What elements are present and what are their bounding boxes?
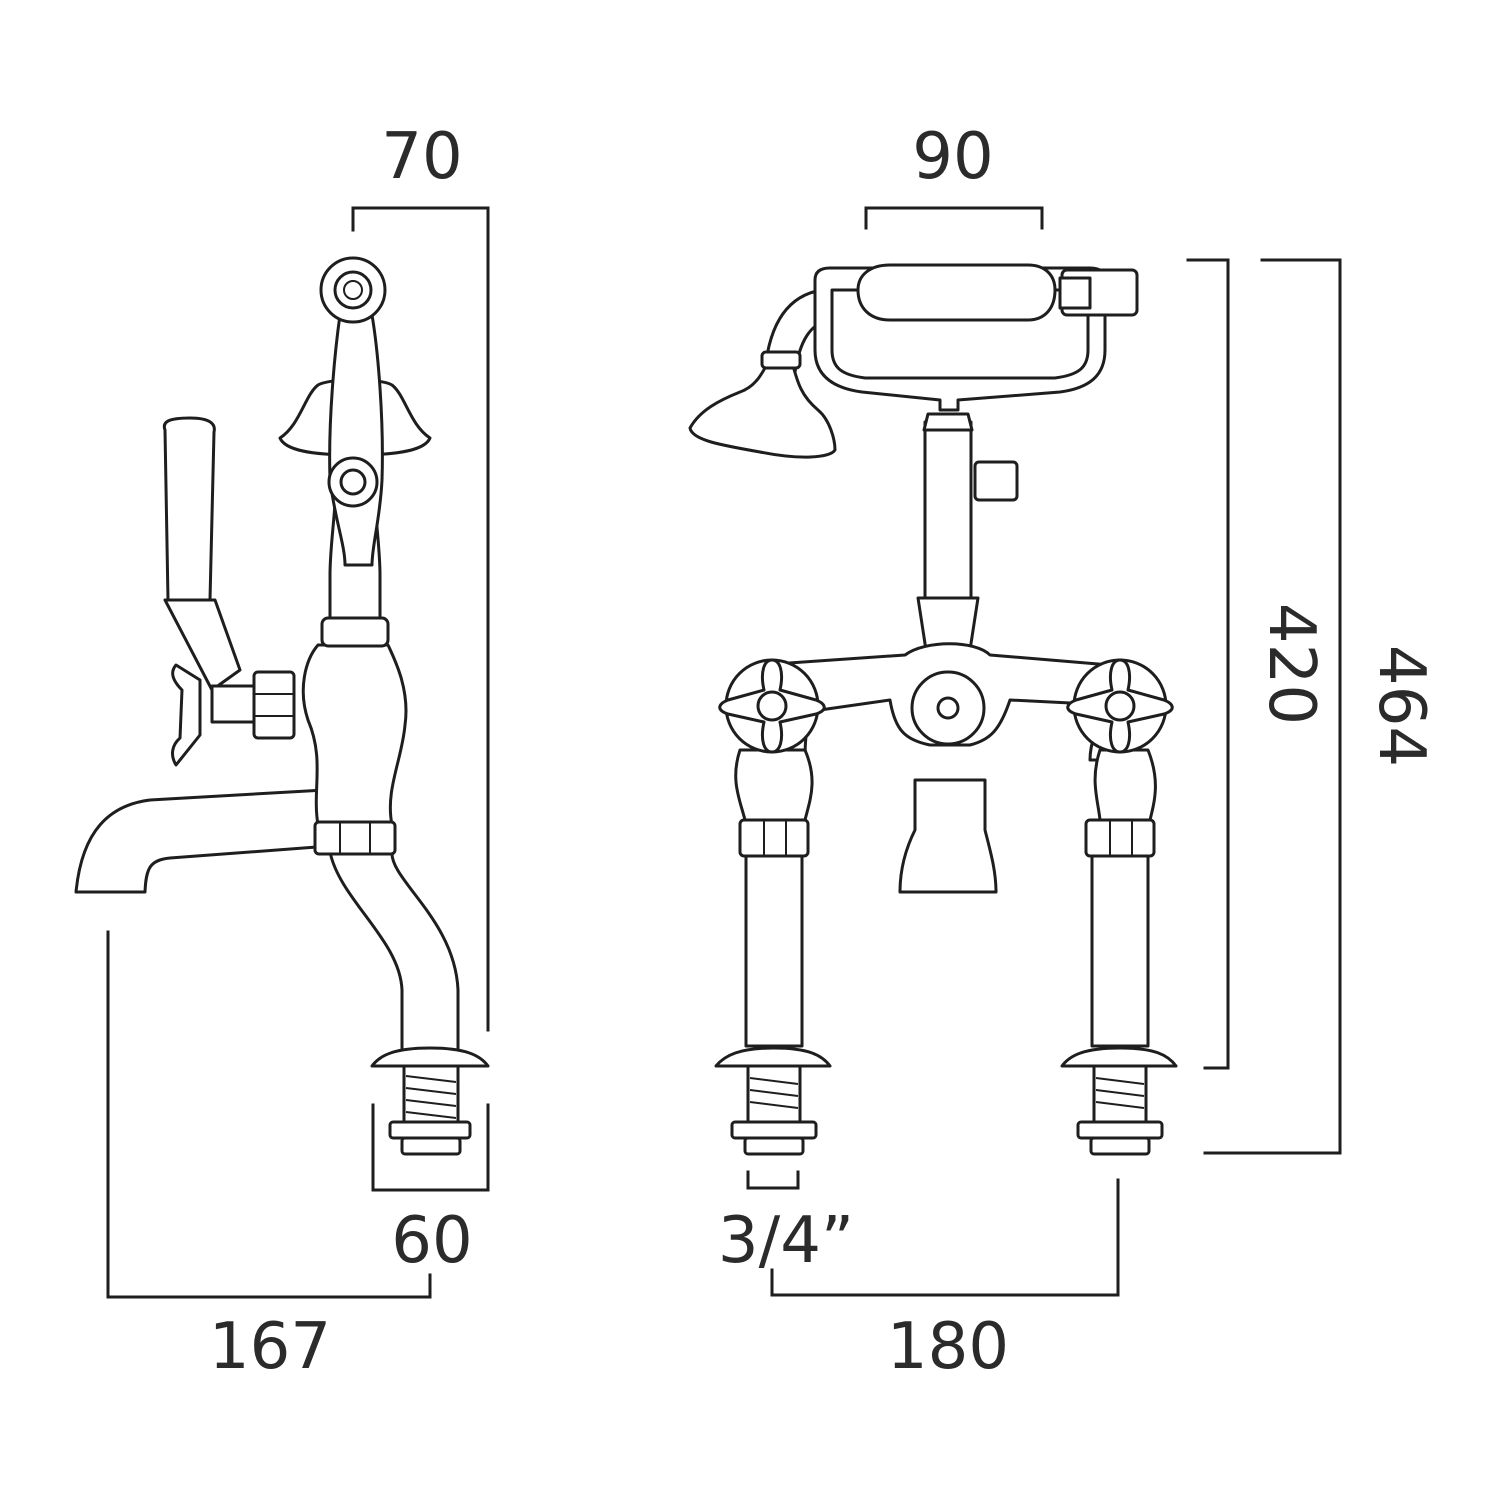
label-side-spout-reach: 167 bbox=[209, 1310, 331, 1384]
side-pivot-inner bbox=[339, 468, 367, 496]
front-nozzle bbox=[898, 778, 998, 894]
side-spout bbox=[74, 788, 332, 894]
front-left-valve-neck bbox=[734, 748, 814, 822]
label-side-base-width: 60 bbox=[391, 1204, 472, 1278]
label-front-height-to-deck: 420 bbox=[1254, 603, 1328, 725]
label-front-overall-height: 464 bbox=[1364, 645, 1438, 767]
side-view bbox=[74, 256, 490, 1156]
front-left-crosshead-hub bbox=[756, 690, 788, 722]
side-handset-arm bbox=[328, 313, 384, 567]
side-lever-handle bbox=[162, 416, 216, 602]
front-right-hex bbox=[1084, 818, 1156, 858]
front-left-thread-3 bbox=[749, 1101, 799, 1109]
side-hex-nut bbox=[252, 670, 296, 740]
front-right-thread-1 bbox=[1095, 1077, 1145, 1085]
front-right-flange bbox=[1060, 1046, 1178, 1068]
front-handset-grip bbox=[856, 263, 1057, 322]
label-front-centres: 180 bbox=[887, 1310, 1009, 1384]
dim-side-base-bracket bbox=[371, 1103, 490, 1192]
front-right-leg bbox=[1090, 854, 1150, 1048]
front-left-hex bbox=[738, 818, 810, 858]
side-backnut-lower bbox=[400, 1136, 462, 1156]
side-valve-body bbox=[301, 643, 408, 827]
front-shower-collar bbox=[760, 350, 802, 370]
front-left-backnut-lower bbox=[743, 1136, 805, 1156]
side-handset-top-ring-core bbox=[343, 280, 363, 300]
front-left-thread-2 bbox=[749, 1089, 799, 1097]
dim-front-overall-bracket bbox=[1203, 258, 1342, 1155]
front-left-flange bbox=[714, 1046, 832, 1068]
side-thread-3 bbox=[405, 1099, 457, 1107]
front-left-leg bbox=[744, 854, 804, 1048]
front-right-crosshead-hub bbox=[1104, 690, 1136, 722]
front-shower-head bbox=[688, 358, 837, 459]
side-thread-4 bbox=[405, 1111, 457, 1119]
dim-front-tail-bracket bbox=[746, 1170, 800, 1190]
label-side-top-width: 70 bbox=[381, 120, 462, 194]
front-right-thread-2 bbox=[1095, 1089, 1145, 1097]
side-thread-2 bbox=[405, 1087, 457, 1095]
side-lever-stem bbox=[163, 598, 242, 692]
front-riser-collar bbox=[916, 596, 980, 652]
label-front-tail-size: 3/4” bbox=[718, 1204, 854, 1278]
front-riser bbox=[923, 420, 973, 614]
dim-front-top-bracket bbox=[864, 206, 1044, 230]
side-handset-top-ring-inner bbox=[333, 270, 373, 310]
side-base-hex bbox=[313, 820, 397, 856]
front-left-thread-1 bbox=[749, 1077, 799, 1085]
front-right-valve-neck bbox=[1093, 748, 1157, 822]
front-right-thread-3 bbox=[1095, 1101, 1145, 1109]
front-right-backnut-lower bbox=[1089, 1136, 1151, 1156]
side-dimensions bbox=[106, 206, 490, 1299]
side-riser-collar bbox=[320, 616, 390, 648]
front-left-backnut bbox=[730, 1120, 818, 1140]
side-lower-pipe bbox=[328, 850, 460, 1052]
side-crosshead bbox=[171, 663, 202, 767]
dim-side-reach-bracket bbox=[106, 930, 432, 1299]
dim-side-top-bracket bbox=[351, 206, 490, 1032]
front-handset-connector bbox=[1058, 276, 1092, 310]
side-deck-flange bbox=[370, 1046, 490, 1068]
front-riser-top bbox=[922, 412, 974, 432]
front-diverter-knob bbox=[973, 460, 1019, 502]
dim-front-centres-bracket bbox=[770, 1178, 1120, 1297]
dim-front-height-bracket bbox=[1186, 258, 1230, 1070]
front-dimensions bbox=[746, 206, 1342, 1297]
side-backnut bbox=[388, 1120, 472, 1140]
side-thread-1 bbox=[405, 1075, 457, 1083]
front-view bbox=[688, 263, 1178, 1156]
front-center-disc-core bbox=[936, 696, 960, 720]
label-front-handset-width: 90 bbox=[912, 120, 993, 194]
front-right-backnut bbox=[1076, 1120, 1164, 1140]
dimension-labels: 70 60 167 90 3/4” 180 420 464 bbox=[209, 120, 1438, 1384]
